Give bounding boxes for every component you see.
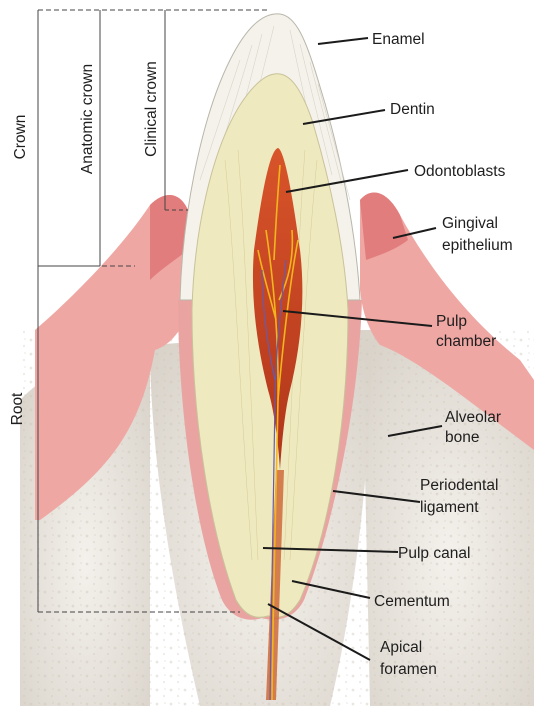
- label-gingival-epithelium-line2: epithelium: [442, 236, 513, 255]
- label-alveolar-bone-line1: Alveolar: [445, 408, 501, 427]
- label-pulp-chamber-line1: Pulp: [436, 312, 467, 331]
- label-dentin: Dentin: [390, 100, 435, 119]
- label-pulp-chamber-line2: chamber: [436, 332, 496, 351]
- bracket-label-anatomic-crown: Anatomic crown: [79, 54, 97, 184]
- label-gingival-epithelium-line1: Gingival: [442, 214, 498, 233]
- label-alveolar-bone-line2: bone: [445, 428, 479, 447]
- label-odontoblasts: Odontoblasts: [414, 162, 505, 181]
- label-apical-foramen-line2: foramen: [380, 660, 437, 679]
- bracket-label-root: Root: [9, 389, 27, 429]
- label-periodontal-ligament-line1: Periodental: [420, 476, 498, 495]
- label-apical-foramen-line1: Apical: [380, 638, 422, 657]
- bracket-label-crown: Crown: [12, 112, 30, 162]
- label-cementum: Cementum: [374, 592, 450, 611]
- label-pulp-canal: Pulp canal: [398, 544, 470, 563]
- label-periodontal-ligament-line2: ligament: [420, 498, 479, 517]
- label-enamel: Enamel: [372, 30, 425, 49]
- bracket-label-clinical-crown: Clinical crown: [143, 54, 161, 164]
